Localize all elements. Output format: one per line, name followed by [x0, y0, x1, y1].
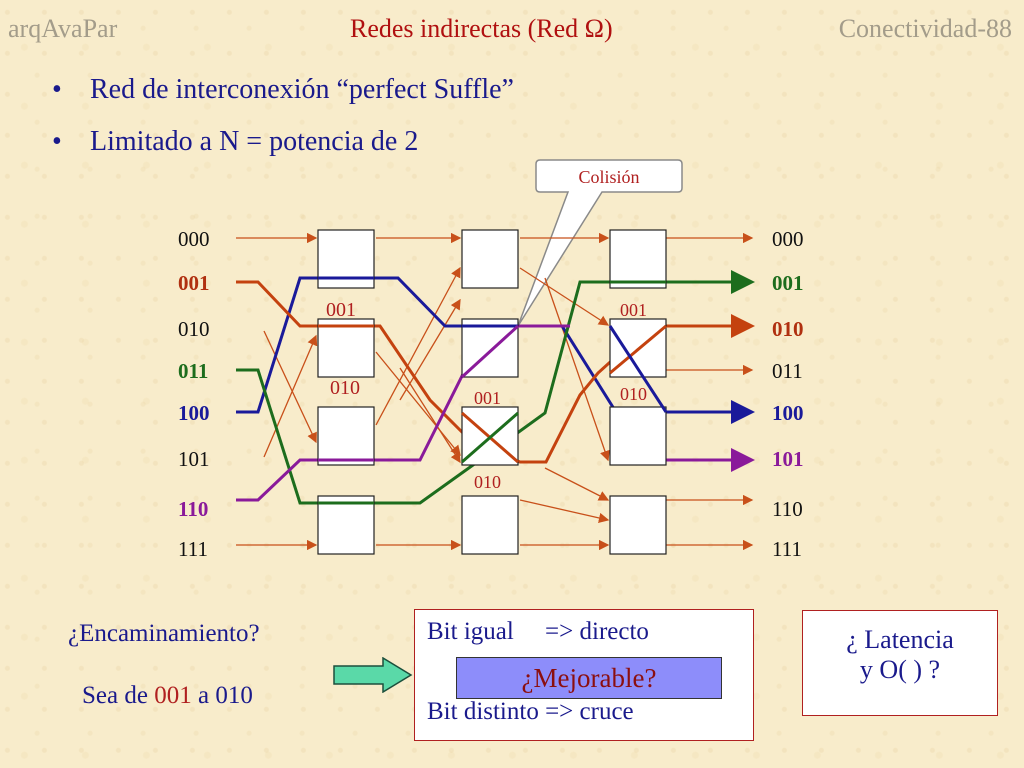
latency-line-1: ¿ Latencia [846, 625, 954, 654]
input-label: 110 [178, 497, 208, 521]
switch-box [609, 229, 667, 289]
output-label: 101 [772, 447, 804, 471]
output-labels: 000 001 010 011 100 101 110 111 [772, 227, 804, 561]
collision-label: Colisión [578, 167, 639, 187]
stage-tag: 001 [326, 299, 356, 321]
switch-box [609, 495, 667, 555]
switch-box [317, 406, 375, 466]
stage-tag: 010 [474, 472, 501, 492]
switch-box [461, 229, 519, 289]
latency-box: ¿ Latencia y O( ) ? [802, 610, 998, 716]
header-course: arqAvaPar [8, 14, 118, 43]
input-label: 100 [178, 401, 210, 425]
input-label: 010 [178, 317, 210, 341]
routing-prefix: Sea de [82, 682, 155, 709]
path-purple [236, 324, 570, 502]
input-label: 001 [178, 271, 210, 295]
input-label: 111 [178, 537, 208, 561]
switch-box [317, 495, 375, 555]
rule-different-bit: Bit distinto => cruce [427, 698, 634, 725]
routing-example: Sea de 001 a 010 [82, 682, 253, 710]
output-label: 010 [772, 317, 804, 341]
output-label: 100 [772, 401, 804, 425]
improvable-badge: ¿Mejorable? [456, 657, 722, 699]
purple-inside-switch [460, 324, 520, 379]
green-inside-switch [461, 411, 519, 464]
bullet-dot: • [52, 74, 62, 105]
rule-same-bit: Bit igual => directo [427, 618, 649, 645]
routing-destination: 010 [215, 682, 253, 709]
omega-network-diagram: Colisión [178, 159, 804, 561]
bullet-dot: • [52, 126, 62, 157]
stage-tag: 010 [620, 384, 647, 404]
page-title: Redes indirectas (Red Ω) [350, 14, 613, 43]
latency-line-2: y O( ) ? [859, 655, 941, 684]
collision-callout: Colisión [517, 159, 683, 327]
block-arrow-icon [333, 657, 413, 693]
switch-stage-3 [609, 229, 667, 555]
output-label: 110 [772, 497, 803, 521]
output-label: 011 [772, 359, 803, 383]
routing-question: ¿Encaminamiento? [68, 620, 260, 647]
stage-tag: 010 [330, 377, 360, 399]
output-label: 001 [772, 271, 804, 295]
output-label: 111 [772, 537, 802, 561]
routing-source: 001 [154, 682, 192, 709]
header-section: Conectividad-88 [838, 14, 1012, 43]
input-label: 011 [178, 359, 208, 383]
routing-mid: a [191, 682, 216, 709]
blue-inside-switch-3 [608, 325, 668, 413]
input-label: 000 [178, 227, 210, 251]
stage-tags: 001 010 001 010 001 010 [326, 299, 647, 492]
bullet-2: • Limitado a N = potencia de 2 [52, 126, 418, 158]
switch-box [317, 318, 375, 378]
stage-tag: 001 [620, 300, 647, 320]
bullet-text: Red de interconexión “perfect Suffle” [90, 74, 514, 105]
input-labels: 000 001 010 011 100 101 110 111 [178, 227, 210, 561]
switch-box [609, 406, 667, 466]
orange-inside-switch-3 [609, 324, 667, 375]
stage-tag: 001 [474, 388, 501, 408]
switch-box [461, 495, 519, 555]
output-label: 000 [772, 227, 804, 251]
bullet-1: • Red de interconexión “perfect Suffle” [52, 74, 514, 106]
path-green [236, 270, 755, 505]
input-label: 101 [178, 447, 210, 471]
bullet-text: Limitado a N = potencia de 2 [90, 126, 419, 157]
